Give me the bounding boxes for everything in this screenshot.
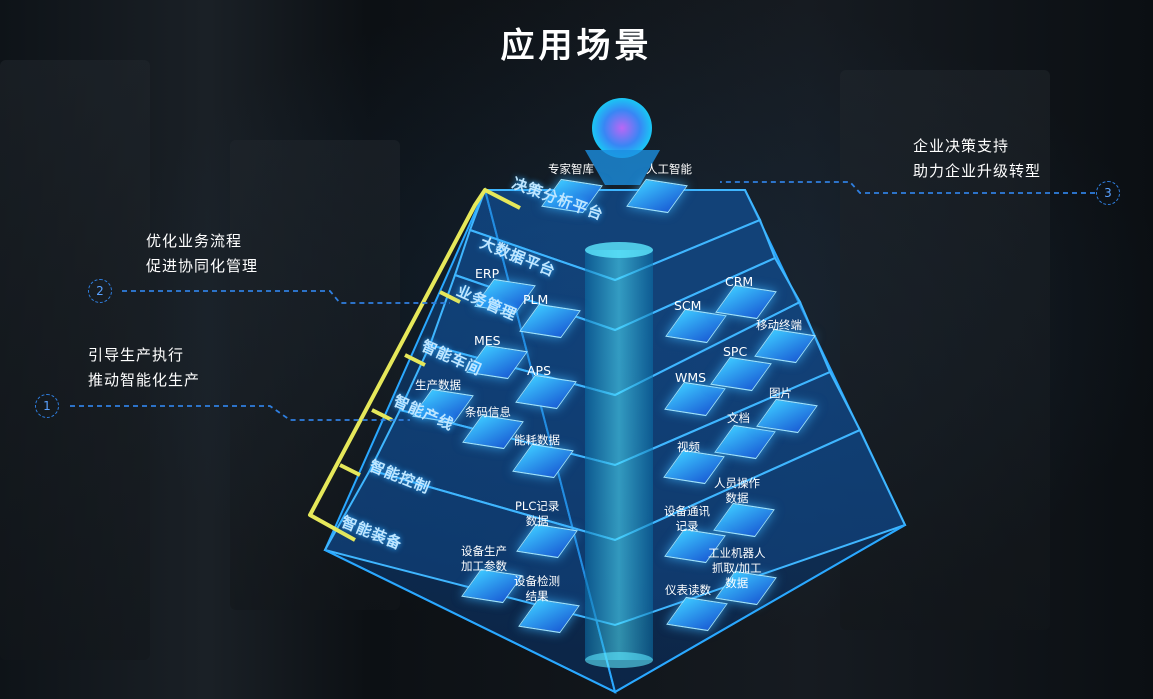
label-instrument: 仪表读数 [665,583,711,597]
callout-3-badge: 3 [1096,181,1120,205]
label-mes: MES [474,333,501,348]
page-title: 应用场景 [500,26,653,66]
label-plc: PLC记录 数据 [515,499,559,529]
label-plm: PLM [523,292,549,307]
label-video: 视频 [677,440,700,454]
callout-2-text: 优化业务流程 促进协同化管理 [146,229,258,279]
label-robot: 工业机器人 抓取/加工 数据 [708,546,766,591]
label-spc: SPC [723,344,748,359]
brain-icon [592,98,652,158]
pyramid-bottom-edge [614,524,906,693]
label-wms: WMS [675,370,707,385]
pyramid-bottom-edge [324,549,616,693]
label-aps: APS [527,363,552,378]
label-robot-line2: 抓取/加工 [711,561,762,575]
callout-2-line2: 促进协同化管理 [146,257,259,275]
data-core-column [585,250,653,660]
label-operator-data-line1: 人员操作 [714,476,760,490]
brain-funnel [585,150,660,185]
data-core-base [585,652,653,668]
label-device-comm-line1: 设备通讯 [664,504,710,518]
label-robot-line1: 工业机器人 [708,546,766,560]
label-production-data: 生产数据 [415,378,461,392]
label-document: 文档 [727,411,750,425]
callout-3-line1: 企业决策支持 [913,137,1010,155]
data-core-cap [585,242,653,258]
callout-3-leader [720,181,1095,194]
label-device-comm-line2: 记录 [675,519,699,533]
label-scm: SCM [674,298,702,313]
callout-3-text: 企业决策支持 助力企业升级转型 [913,134,1041,184]
callout-2-line1: 优化业务流程 [146,232,243,250]
label-crm: CRM [725,274,754,289]
label-operator-data-line2: 数据 [725,491,749,505]
label-barcode: 条码信息 [465,405,511,419]
callout-3-line2: 助力企业升级转型 [913,162,1042,180]
label-image: 图片 [769,386,792,400]
callout-1-badge: 1 [35,394,59,418]
label-device-comm: 设备通讯 记录 [664,504,710,534]
label-device-params-line2: 加工参数 [461,559,507,573]
layer-bracket-tick [404,353,426,367]
label-energy: 能耗数据 [514,433,560,447]
layer-bracket-tick [371,408,393,422]
callout-1-line2: 推动智能化生产 [88,371,201,389]
label-plc-line1: PLC记录 [515,499,560,513]
callout-1-text: 引导生产执行 推动智能化生产 [88,343,200,393]
label-operator-data: 人员操作 数据 [714,476,760,506]
label-mobile: 移动终端 [756,318,802,332]
label-inspection: 设备检测 结果 [514,574,560,604]
label-device-params-line1: 设备生产 [461,544,507,558]
background-rack [0,60,150,660]
layer-bracket-tick [339,463,361,477]
label-plc-line2: 数据 [525,514,549,528]
label-erp: ERP [475,266,500,281]
callout-1-line1: 引导生产执行 [88,346,185,364]
label-ai: 人工智能 [646,162,692,176]
callout-2-badge: 2 [88,279,112,303]
label-inspection-line2: 结果 [525,589,549,603]
label-expert-knowledge: 专家智库 [548,162,594,176]
label-device-params: 设备生产 加工参数 [461,544,507,574]
label-robot-line3: 数据 [725,576,749,590]
layer-bracket [308,188,521,542]
callout-1-leader [70,405,410,421]
label-inspection-line1: 设备检测 [514,574,560,588]
layer-bracket-tick [439,290,461,304]
callout-2-leader [122,290,450,304]
